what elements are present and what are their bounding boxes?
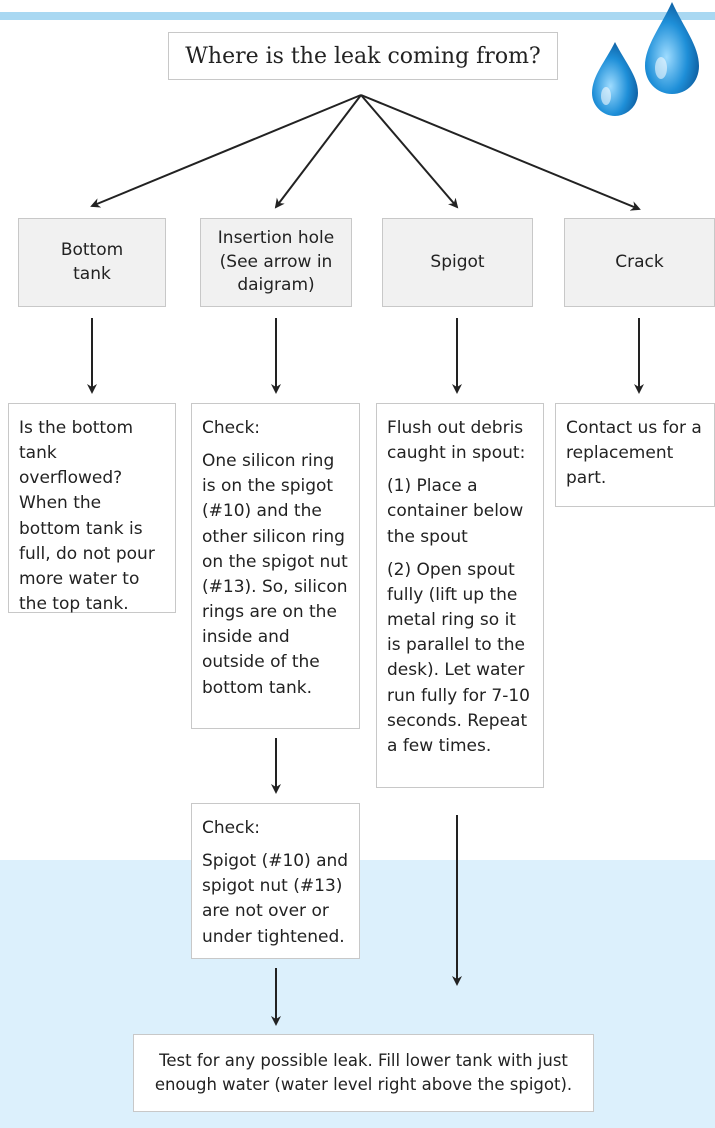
category-label: Spigot — [430, 251, 485, 272]
category-label: Crack — [615, 251, 664, 272]
detail-text: Contact us for a replacement part. — [566, 418, 702, 489]
check-text: Spigot (#10) and spigot nut (#13) are no… — [202, 851, 349, 947]
check-heading: Check: — [202, 418, 261, 438]
top-stripe — [0, 12, 715, 20]
arrow-to-insertion-hole — [274, 94, 362, 209]
category-bottom-tank: Bottom tank — [18, 218, 166, 307]
detail-crack: Contact us for a replacement part. — [555, 403, 715, 507]
detail-spigot: Flush out debris caught in spout: (1) Pl… — [376, 403, 544, 788]
arrow-to-spigot — [360, 94, 459, 209]
detail-insertion-check-2: Check: Spigot (#10) and spigot nut (#13)… — [191, 803, 360, 959]
detail-insertion-check-1: Check: One silicon ring is on the spigot… — [191, 403, 360, 729]
final-step-box: Test for any possible leak. Fill lower t… — [133, 1034, 594, 1112]
arrow-to-bottom-tank — [90, 94, 362, 208]
category-label: Insertion hole (See arrow in daigram) — [217, 227, 335, 296]
spigot-step-2: (2) Open spout fully (lift up the metal … — [387, 559, 530, 756]
final-step-text: Test for any possible leak. Fill lower t… — [154, 1051, 573, 1094]
leak-question: Where is the leak coming from? — [185, 43, 541, 69]
leak-question-box: Where is the leak coming from? — [168, 32, 558, 80]
check-text: One silicon ring is on the spigot (#10) … — [202, 451, 348, 698]
spigot-step-1: (1) Place a container below the spout — [387, 476, 524, 547]
water-drop-icon — [592, 42, 638, 116]
detail-bottom-tank: Is the bottom tank overflowed? When the … — [8, 403, 176, 614]
check-heading: Check: — [202, 818, 261, 838]
category-spigot: Spigot — [382, 218, 533, 307]
arrow-to-crack — [360, 94, 641, 211]
detail-text: Is the bottom tank overflowed? When the … — [19, 418, 155, 615]
water-drop-icon — [645, 2, 699, 94]
spigot-intro: Flush out debris caught in spout: — [387, 418, 526, 464]
category-crack: Crack — [564, 218, 715, 307]
category-insertion-hole: Insertion hole (See arrow in daigram) — [200, 218, 352, 307]
category-label: Bottom tank — [60, 239, 124, 284]
